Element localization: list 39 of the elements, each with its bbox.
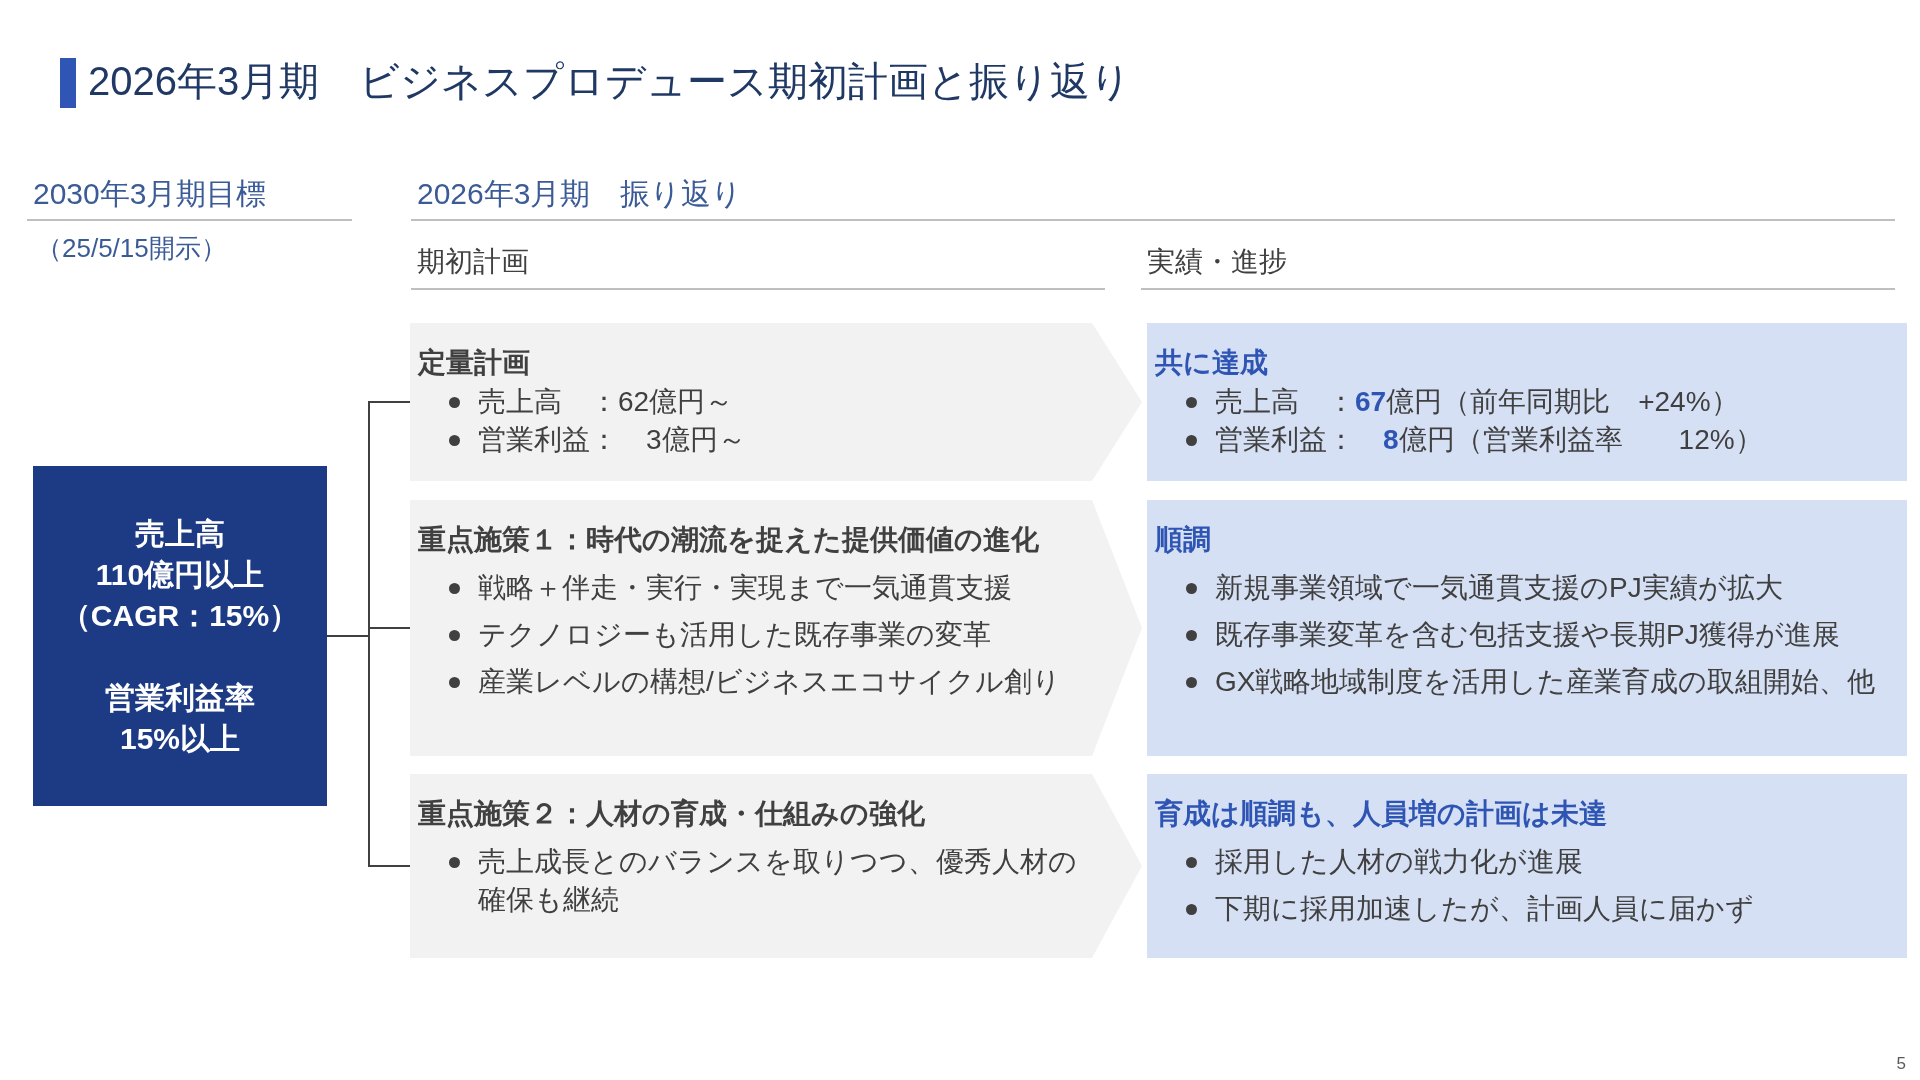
bullet-text: 売上成長とのバランスを取りつつ、優秀人材の確保も継続 [444,843,1090,919]
target-box [33,466,327,806]
date-note: （25/5/15開示） [36,232,227,265]
plan-heading: 重点施策１：時代の潮流を捉えた提供価値の進化 [418,523,1039,557]
plan-heading: 定量計画 [418,346,530,380]
bullet-text: 売上高 ：67億円（前年同期比 +24%） [1181,383,1739,421]
bullet-text: 売上高 ：62億円～ [444,383,734,421]
bullet-text: 戦略＋伴走・実行・実現まで一気通貫支援 [444,569,1012,607]
page-number: 5 [1896,1053,1906,1075]
bullet-text: 既存事業変革を含む包括支援や長期PJ獲得が進展 [1181,616,1840,654]
target-text: 110億円以上 [95,557,265,593]
bullet-text: GX戦略地域制度を活用した産業育成の取組開始、他 [1181,663,1876,701]
column-heading: 期初計画 [417,245,529,279]
result-panel [1147,774,1907,958]
result-heading: 共に達成 [1155,346,1268,380]
connector-line [326,635,411,867]
bullet-text: 下期に採用加速したが、計画人員に届かず [1181,890,1754,928]
column-heading: 実績・進捗 [1147,245,1287,279]
bullet-text: 産業レベルの構想/ビジネスエコサイクル創り [444,663,1061,701]
bullet-text: 営業利益： 8億円（営業利益率 12%） [1181,421,1763,459]
bullet-text: 新規事業領域で一気通貫支援のPJ実績が拡大 [1181,569,1783,607]
plan-heading: 重点施策２：人材の育成・仕組みの強化 [418,797,925,831]
plan-panel [410,500,1142,756]
result-panel [1147,323,1907,481]
bullet-text: テクノロジーも活用した既存事業の変革 [444,616,991,654]
result-panel [1147,500,1907,756]
result-heading: 順調 [1155,523,1211,557]
result-heading: 育成は順調も、人員増の計画は未達 [1155,797,1607,831]
bullet-text: 採用した人材の戦力化が進展 [1181,843,1583,881]
section-heading: 2026年3月期 振り返り [417,176,743,212]
target-text: （CAGR：15%） [60,598,300,634]
target-text: 15%以上 [119,721,240,757]
section-heading: 2030年3月期目標 [33,176,267,212]
plan-panel [410,323,1142,481]
target-text: 売上高 [135,516,225,552]
bullet-text: 営業利益： 3億円～ [444,421,746,459]
target-text: 営業利益率 [105,680,255,716]
plan-panel [410,774,1142,958]
slide-title: 2026年3月期 ビジネスプロデュース期初計画と振り返り [88,58,1132,105]
